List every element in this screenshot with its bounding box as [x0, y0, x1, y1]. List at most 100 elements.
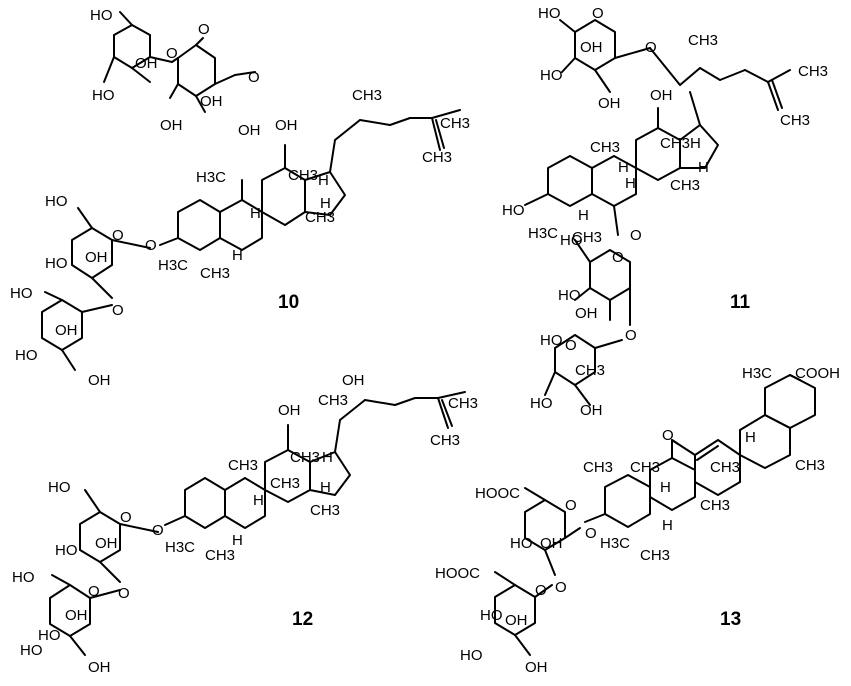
c10-label-ch3-2: CH3: [288, 167, 318, 184]
c11-label-ho-7: HO: [530, 395, 553, 412]
c10-label-ho-1: HO: [90, 7, 113, 24]
c11-label-h-5: H: [698, 159, 709, 176]
c13-label-h3c-2: H3C: [600, 535, 630, 552]
c10-label-ch3-3: CH3: [305, 209, 335, 226]
c13-label-hooc-2: HOOC: [435, 565, 480, 582]
c13-label-ho-2: HO: [480, 607, 503, 624]
c10-label-h-3: H: [232, 247, 243, 264]
c12-label-ho-1: HO: [48, 479, 71, 496]
c11-label-oh-1: OH: [580, 39, 603, 56]
c11-label-ch3-5: CH3: [572, 229, 602, 246]
c13-label-ch3-1: CH3: [795, 457, 825, 474]
c12-label-ch3-3: CH3: [430, 432, 460, 449]
c12-label-ch3-1: CH3: [318, 392, 348, 409]
c13-label-o-4: O: [535, 582, 547, 599]
c12-label-ch3-5: CH3: [310, 502, 340, 519]
c10-label-h-1: H: [250, 205, 261, 222]
compound-11-structure: [524, 19, 791, 406]
c10-label-oh-3: OH: [200, 93, 223, 110]
c12-label-o-3: O: [88, 583, 100, 600]
compound-13-number: 13: [720, 609, 741, 630]
compound-12-number: 12: [292, 609, 313, 630]
c10-label-o-3: O: [248, 69, 260, 86]
c11-label-ho-3: HO: [502, 202, 525, 219]
c11-label-ho-4: HO: [560, 232, 583, 249]
c13-label-o-5: O: [555, 579, 567, 596]
c12-label-ch3-2: CH3: [448, 395, 478, 412]
c12-label-o-1: O: [120, 509, 132, 526]
c12-label-h-2: H: [253, 492, 264, 509]
c12-label-ch3-8: CH3: [270, 475, 300, 492]
c12-label-oh-2: OH: [342, 372, 365, 389]
c12-label-ho-5: HO: [20, 642, 43, 659]
c10-label-ch3-5: CH3: [440, 115, 470, 132]
c13-label-h3c-1: H3C: [742, 365, 772, 382]
compound-10-number: 10: [278, 292, 299, 313]
c11-label-oh-2: OH: [598, 95, 621, 112]
c13-label-oh-3: OH: [525, 659, 548, 676]
c10-label-o-6: O: [112, 302, 124, 319]
c12-label-h-3: H: [232, 532, 243, 549]
c10-label-oh-4: OH: [238, 122, 261, 139]
c13-label-ch3-5: CH3: [700, 497, 730, 514]
c10-label-o-1: O: [166, 45, 178, 62]
c10-label-oh-1: OH: [135, 55, 158, 72]
c11-label-ho-5: HO: [558, 287, 581, 304]
c13-label-o-1: O: [662, 427, 674, 444]
c11-label-oh-5: OH: [580, 402, 603, 419]
c11-label-ch3-2: CH3: [798, 63, 828, 80]
c12-label-h3c-1: H3C: [165, 539, 195, 556]
c13-label-ch3-2: CH3: [630, 459, 660, 476]
c11-label-ho-1: HO: [538, 5, 561, 22]
c10-label-ho-6: HO: [15, 347, 38, 364]
c10-label-oh-6: OH: [85, 249, 108, 266]
c11-label-ch3-8: CH3: [670, 177, 700, 194]
c11-label-ch3-7: CH3: [590, 139, 620, 156]
c11-label-h3c-1: H3C: [528, 225, 558, 242]
c10-label-o-2: O: [198, 21, 210, 38]
c11-label-ch3-1: CH3: [688, 32, 718, 49]
c11-label-ho-2: HO: [540, 67, 563, 84]
c10-label-ch3-1: CH3: [352, 87, 382, 104]
c12-label-ho-2: HO: [55, 542, 78, 559]
c11-label-ch3-3: CH3: [780, 112, 810, 129]
c13-label-ch3-4: CH3: [640, 547, 670, 564]
c11-label-o-1: O: [592, 5, 604, 22]
c12-label-ch3-7: CH3: [228, 457, 258, 474]
c10-label-ho-5: HO: [10, 285, 33, 302]
compound-13-structure: [494, 374, 816, 656]
compound-10-structure: [41, 11, 461, 371]
c11-label-oh-3: OH: [650, 87, 673, 104]
c12-label-o-2: O: [152, 522, 164, 539]
c10-label-h3c-1: H3C: [196, 169, 226, 186]
c11-label-h-3: H: [578, 207, 589, 224]
c13-label-h-2: H: [660, 479, 671, 496]
c11-label-o-6: O: [565, 337, 577, 354]
c12-label-oh-4: OH: [65, 607, 88, 624]
c11-label-o-3: O: [630, 227, 642, 244]
c11-label-h-1: H: [690, 135, 701, 152]
c10-label-oh-7: OH: [55, 322, 78, 339]
c12-label-ch3-4: CH3: [290, 449, 320, 466]
c10-label-ch3-4: CH3: [200, 265, 230, 282]
c13-label-ho-1: HO: [510, 535, 533, 552]
c10-label-oh-5: OH: [275, 117, 298, 134]
c13-label-ch3-3: CH3: [710, 459, 740, 476]
c13-label-oh-1: OH: [540, 535, 563, 552]
c13-label-ch3-6: CH3: [583, 459, 613, 476]
c12-label-ho-4: HO: [38, 627, 61, 644]
c11-label-o-2: O: [645, 39, 657, 56]
c11-label-ch3-4: CH3: [660, 135, 690, 152]
c11-label-oh-4: OH: [575, 305, 598, 322]
c10-label-oh-2: OH: [160, 117, 183, 134]
c10-label-h-4: H: [320, 195, 331, 212]
c10-label-ho-4: HO: [45, 255, 68, 272]
c10-label-ch3-6: CH3: [422, 149, 452, 166]
c10-label-oh-8: OH: [88, 372, 111, 389]
c11-label-h-2: H: [618, 159, 629, 176]
c13-label-hooc-1: HOOC: [475, 485, 520, 502]
c13-label-h-3: H: [662, 517, 673, 534]
c13-label-ho-3: HO: [460, 647, 483, 664]
c11-label-o-4: O: [612, 249, 624, 266]
